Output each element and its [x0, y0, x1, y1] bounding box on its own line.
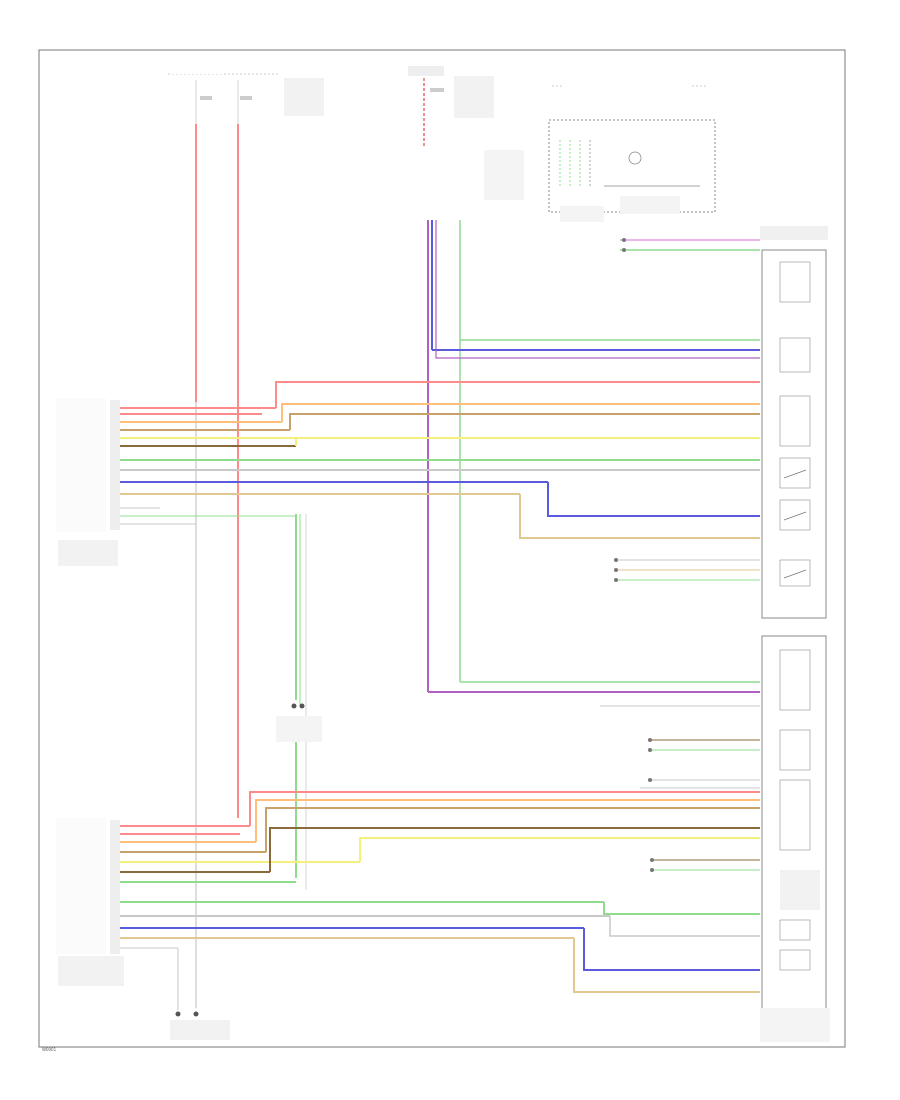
- fuse-block-center: [408, 66, 524, 200]
- diagram-frame: [38, 49, 846, 1048]
- switch-icon: [783, 469, 807, 479]
- right-side-pins: [614, 238, 760, 582]
- connector-pin-icon: [614, 558, 618, 562]
- motor-icon: [628, 151, 642, 165]
- splice-block-center: [276, 703, 322, 742]
- center-feeds: [428, 239, 760, 693]
- footer-code: W0001: [42, 1047, 57, 1052]
- connector-lower-left: [110, 791, 760, 1017]
- fuse-block-left: [168, 68, 324, 124]
- module-right-lower: [600, 635, 830, 1042]
- wires-vertical: [195, 124, 461, 1008]
- module-right-upper: [760, 226, 828, 619]
- legend-top-right: [548, 82, 716, 222]
- connector-upper-left: [110, 381, 760, 539]
- left-labels: [56, 398, 230, 1040]
